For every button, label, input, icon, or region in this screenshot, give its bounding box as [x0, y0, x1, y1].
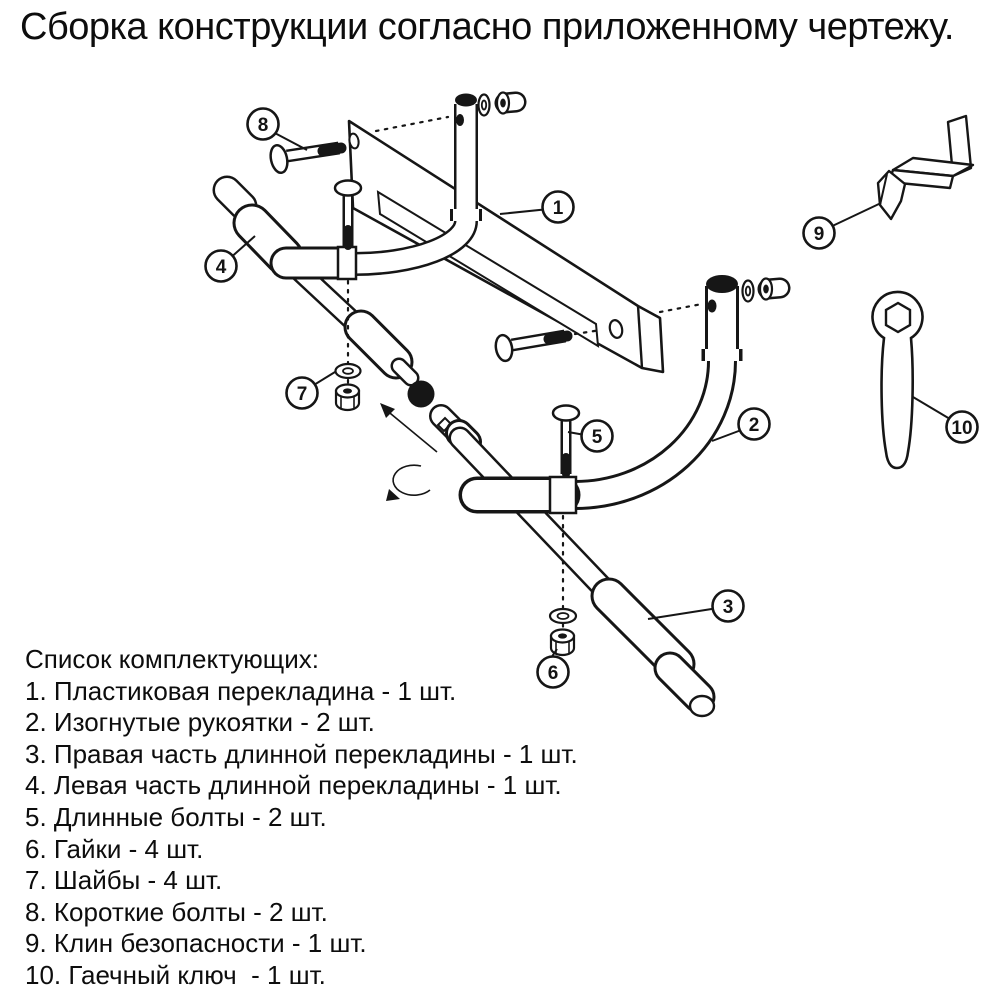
arrowhead: [386, 489, 400, 501]
washer: [741, 279, 755, 303]
svg-text:8: 8: [258, 115, 269, 136]
svg-text:10: 10: [951, 418, 972, 439]
callout-5: 5: [580, 419, 614, 453]
wrench-hex-hole: [884, 301, 912, 334]
part-3-right-bar: [429, 404, 716, 718]
part-5-long-bolts: [333, 179, 581, 478]
callout-9: 9: [802, 216, 836, 250]
page-title: Сборка конструкции согласно приложенному…: [20, 6, 954, 48]
callout-leader-lines: [227, 130, 956, 662]
part-2-left-handle: [269, 93, 482, 281]
svg-text:6: 6: [548, 663, 559, 684]
washer: [548, 607, 578, 625]
washer: [477, 93, 491, 117]
parts-list-item: 5. Длинные болты - 2 шт.: [25, 801, 327, 832]
washer: [334, 362, 362, 380]
crossbar-hole-right: [608, 319, 624, 339]
tube-top-cap: [706, 275, 738, 293]
bolt-head: [551, 404, 581, 422]
parts-list-item: 8. Короткие болты - 2 шт.: [25, 896, 328, 927]
callout-2: 2: [737, 407, 771, 441]
svg-text:9: 9: [814, 224, 825, 245]
callouts: 1 2 3 4 5 6 7: [204, 107, 979, 689]
crossbar-slot: [376, 190, 600, 348]
bolt-head: [333, 179, 363, 197]
handle-clamp-left: [336, 245, 358, 281]
callout-8: 8: [246, 107, 280, 141]
arrowhead: [380, 403, 395, 418]
bolt-head: [494, 333, 514, 363]
svg-text:7: 7: [297, 384, 308, 405]
parts-list-item: 6. Гайки - 4 шт.: [25, 833, 204, 864]
parts-list-item: 1. Пластиковая перекладина - 1 шт.: [25, 675, 457, 706]
bar-end-ball: [407, 380, 435, 408]
bolt-head: [269, 143, 289, 175]
part-2-right-handle: [458, 275, 743, 515]
rotation-arrow-symbol: [380, 403, 438, 501]
part-10-wrench: [871, 290, 924, 470]
parts-list-item: 9. Клин безопасности - 1 шт.: [25, 928, 367, 959]
callout-7: 7: [285, 376, 319, 410]
svg-text:2: 2: [749, 415, 760, 436]
parts-list-item: 7. Шайбы - 4 шт.: [25, 865, 223, 896]
handle-clamp-right: [548, 475, 578, 515]
callout-3: 3: [711, 589, 745, 623]
part-8-short-bolts: [269, 141, 573, 363]
part-1-crossbar: [347, 119, 665, 374]
bar-end-hole: [688, 694, 716, 718]
tube-bolt-hole: [707, 299, 717, 313]
svg-text:3: 3: [723, 597, 734, 618]
svg-text:1: 1: [553, 198, 564, 219]
parts-list-item: 2. Изогнутые рукоятки - 2 шт.: [25, 707, 375, 738]
callout-6: 6: [536, 655, 570, 689]
parts-list-item: 10. Гаечный ключ - 1 шт.: [25, 959, 326, 990]
part-9-safety-wedge: [876, 114, 975, 221]
crossbar-hole-left: [348, 132, 360, 150]
washers-and-nuts: [334, 91, 791, 657]
parts-list-heading: Список комплектующих:: [25, 644, 319, 674]
parts-list: Список комплектующих: 1. Пластиковая пер…: [25, 644, 578, 992]
callout-4: 4: [204, 249, 238, 283]
callout-1: 1: [541, 190, 575, 224]
parts-list-item: 4. Левая часть длинной перекладины - 1 ш…: [25, 770, 562, 801]
svg-text:5: 5: [592, 427, 603, 448]
tube-top-cap: [455, 93, 477, 107]
parts-list-item: 3. Правая часть длинной перекладины - 1 …: [25, 738, 578, 769]
alignment-dotted-lines: [346, 115, 704, 631]
part-4-left-bar: [212, 175, 435, 408]
svg-text:4: 4: [216, 257, 227, 278]
callout-10: 10: [945, 410, 979, 444]
tube-bolt-hole: [456, 114, 464, 126]
